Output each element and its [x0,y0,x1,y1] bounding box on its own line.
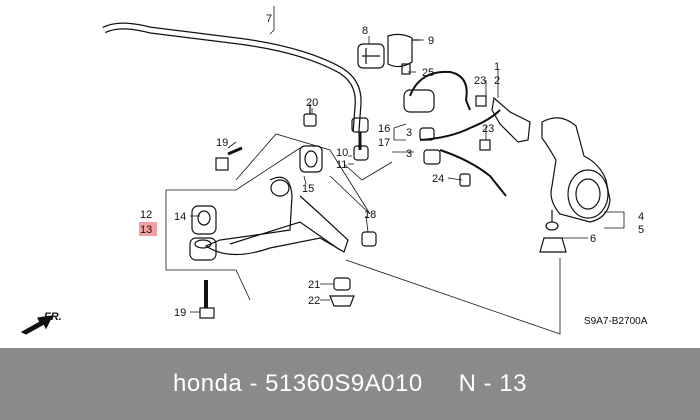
sensor-harness [403,70,507,197]
callout-21: 21 [308,279,320,291]
callout-17: 17 [378,137,390,149]
exploded-view: 7 8 9 25 1 2 23 23 20 19 16 17 3 3 10 11… [20,6,648,335]
small-bolts [303,63,411,127]
parts-diagram: 7 8 9 25 1 2 23 23 20 19 16 17 3 3 10 11… [20,6,648,335]
bushing-15 [299,145,323,173]
callout-8: 8 [362,25,368,37]
callout-22: 22 [308,295,320,307]
bolt-23-b [479,139,491,151]
callout-16: 16 [378,123,390,135]
callout-3-upper: 3 [406,127,412,139]
callout-9: 9 [428,35,434,47]
lower-bolt [199,280,215,319]
callout-labels: 7 8 9 25 1 2 23 23 20 19 16 17 3 3 10 11… [140,13,644,319]
callout-1: 1 [494,61,500,73]
callout-20: 20 [306,97,318,109]
callout-25: 25 [422,67,434,79]
callout-2: 2 [494,75,500,87]
upper-bolt [215,146,243,171]
caption-position: N - 13 [458,370,527,397]
caption-part-number: 51360S9A010 [265,370,423,397]
callout-12: 12 [140,209,152,221]
steering-knuckle [541,117,611,231]
callout-13: 13 [140,224,152,236]
ball-joint-boot [539,237,567,253]
callout-18: 18 [364,209,376,221]
callout-4: 4 [638,211,644,223]
callout-3-lower: 3 [406,148,412,160]
nut-18 [361,231,377,247]
stabilizer-bar [102,22,362,133]
callout-6: 6 [590,233,596,245]
caption-separator: - [242,370,266,397]
caption-brand: honda [173,370,243,397]
callout-11: 11 [336,159,347,171]
callout-15: 15 [302,183,314,195]
callout-14: 14 [174,211,186,223]
harness-bracket [491,96,531,143]
stabilizer-bushing [357,33,420,69]
callout-23-upper: 23 [474,75,486,87]
stabilizer-link [351,117,369,161]
caption-bar: honda - 51360S9A010 N - 13 [0,348,700,420]
lower-arm [204,176,349,256]
highlight-13 [139,222,157,236]
bolt-23-a [475,95,487,107]
callout-7: 7 [266,13,272,25]
front-indicator: FR. [44,311,62,323]
callout-24: 24 [432,173,444,185]
front-arrow-icon [20,315,54,335]
front-bushing [189,205,217,261]
callout-23-lower: 23 [482,123,494,135]
callout-19-lower: 19 [174,307,186,319]
callout-5: 5 [638,224,644,236]
reference-code: S9A7-B2700A [584,316,648,327]
lower-arm-fasteners [329,277,355,307]
caption-gap [423,370,459,398]
callout-10: 10 [336,147,348,159]
callout-19-upper: 19 [216,137,228,149]
